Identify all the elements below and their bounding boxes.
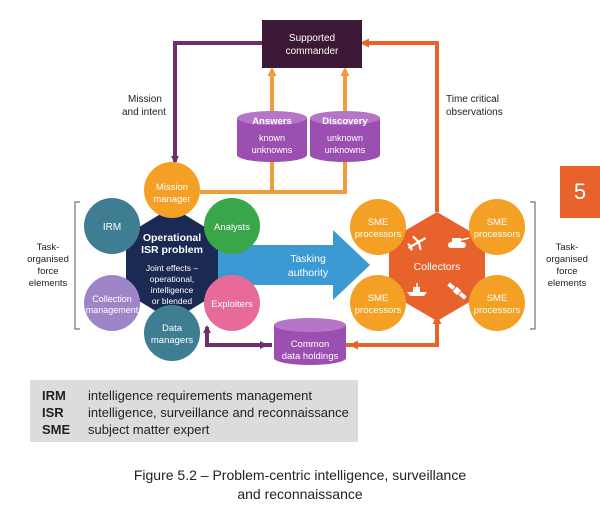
discovery-title: Discovery [322,116,368,127]
irm-label: IRM [103,222,121,233]
data-managers-node [144,305,200,361]
legend-text: subject matter expert [88,422,210,437]
sme-processors-top-left [350,199,406,255]
exploiters-label: Exploiters [211,299,253,310]
right-bracket [530,201,536,330]
discovery-database [310,111,380,162]
collection-mgmt-line1: Collection [92,294,132,304]
discovery-feed-line [272,67,350,194]
collection-management-node [84,275,140,331]
task-right-line3: force [556,266,577,277]
figure-caption-line1: Figure 5.2 – Problem-centric intelligenc… [133,467,467,483]
hub-sub1: Joint effects – [146,263,199,273]
sme-br-line1: SME [487,293,508,304]
tank-icon [448,237,470,248]
supported-commander-box [262,20,362,68]
task-left-line4: elements [29,278,68,289]
time-critical-line1: Time critical [446,94,499,105]
mission-intent-arrow [171,41,270,164]
sme-tl-line1: SME [368,217,389,228]
task-left-line3: force [37,266,58,277]
time-critical-line2: observations [446,107,503,118]
ship-icon [407,283,427,296]
sme-tr-line1: SME [487,217,508,228]
answers-line2: unknowns [252,145,293,155]
hub-title1: Operational [143,232,201,244]
exploiters-node [204,275,260,331]
sme-bl-line2: processors [355,305,402,316]
sme-br-line2: processors [474,305,521,316]
common-data-line2: data holdings [282,351,339,362]
operational-isr-hub [126,207,218,321]
legend-row-sme: SME subject matter expert [42,422,209,437]
legend-abbr: ISR [42,405,64,420]
legend-abbr: SME [42,422,71,437]
mission-intent-line2: and intent [122,107,166,118]
legend-row-irm: IRM intelligence requirements management [42,388,312,403]
chapter-tab: 5 [560,166,600,218]
irm-node [84,198,140,254]
hub-sub4: or blended [152,296,192,306]
tasking-authority-arrow [218,230,370,300]
legend-text: intelligence requirements management [88,388,313,403]
hub-sub3: intelligence [151,285,194,295]
legend-text: intelligence, surveillance and reconnais… [88,405,349,420]
legend-abbr: IRM [42,388,66,403]
mission-manager-line1: Mission [156,182,188,193]
task-right-line2: organised [546,254,588,265]
sme-tl-line2: processors [355,229,402,240]
common-data-line1: Common [291,339,330,350]
mission-intent-line1: Mission [128,94,162,105]
sme-processors-bottom-left [350,275,406,331]
discovery-line2: unknowns [325,145,366,155]
analysts-node [204,198,260,254]
sme-processors-top-right [469,199,525,255]
data-managers-line1: Data [162,323,183,334]
hub-title2: ISR problem [141,244,203,256]
sme-processors-bottom-right [469,275,525,331]
task-right-line1: Task- [556,242,579,253]
figure-caption-line2: and reconnaissance [237,486,363,502]
hub-sub2: operational, [150,274,194,284]
common-data-holdings [274,318,346,365]
task-left-line2: organised [27,254,69,265]
collection-mgmt-line2: management [86,305,139,315]
sme-tr-line2: processors [474,229,521,240]
tasking-line2: authority [288,267,329,279]
task-right-line4: elements [548,278,587,289]
answers-line1: known [259,133,285,143]
analysts-label: Analysts [214,222,250,233]
time-critical-arrow [360,38,439,212]
legend-row-isr: ISR intelligence, surveillance and reconn… [42,405,349,420]
aircraft-icon [407,235,426,251]
answers-title: Answers [252,116,292,127]
sme-bl-line1: SME [368,293,389,304]
answers-database [237,111,307,162]
mission-manager-node [144,162,200,218]
commander-line1: Supported [289,33,335,44]
satellite-icon [447,282,467,300]
commander-line2: commander [286,46,339,57]
discovery-line1: unknown [327,133,363,143]
mission-manager-line2: manager [153,194,191,205]
tasking-line1: Tasking [290,253,326,265]
left-bracket [74,201,80,330]
task-left-line1: Task- [37,242,60,253]
collectors-label: Collectors [414,261,461,273]
data-managers-line2: managers [151,335,193,346]
